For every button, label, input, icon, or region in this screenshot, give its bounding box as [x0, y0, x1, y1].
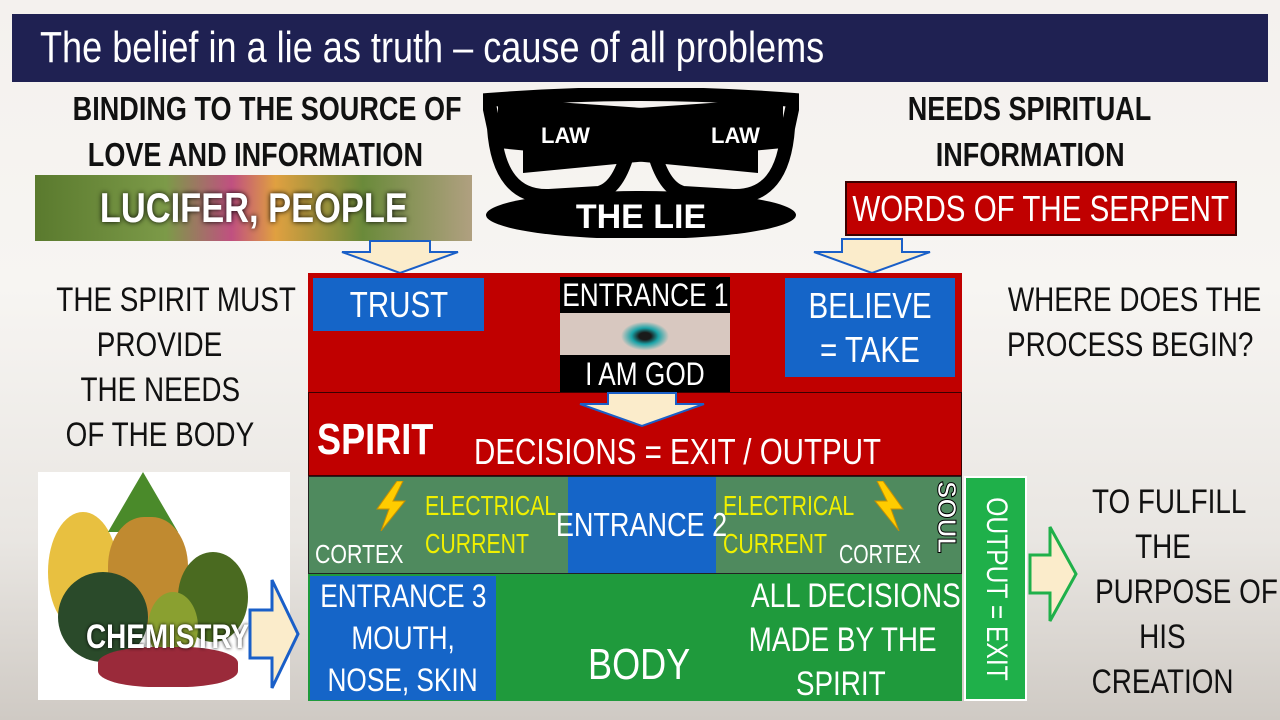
lens-text-right: LAW: [711, 123, 760, 148]
entrance-3-box: ENTRANCE 3 MOUTH, NOSE, SKIN: [310, 576, 496, 700]
spirit-needs-text: THE SPIRIT MUST PROVIDE THE NEEDS OF THE…: [56, 281, 296, 454]
arrow-right-chemistry-icon: [248, 579, 300, 689]
lightning-right-icon: [873, 481, 904, 531]
left-heading: BINDING TO THE SOURCE OF LOVE AND INFORM…: [72, 90, 462, 173]
words-of-serpent-banner: WORDS OF THE SERPENT: [845, 181, 1237, 236]
output-exit-bar: OUTPUT = EXIT: [964, 476, 1027, 701]
fruit-image: CHEMISTRY: [38, 472, 290, 700]
soul-block: CORTEX ELECTRICAL CURRENT ENTRANCE 2 ELE…: [308, 476, 963, 574]
the-lie-label: THE LIE: [576, 198, 706, 236]
current-right: ELECTRICAL CURRENT: [723, 490, 855, 559]
arrow-down-right-icon: [813, 238, 931, 274]
lightning-left-icon: [376, 481, 407, 531]
slide-title: The belief in a lie as truth – cause of …: [12, 14, 1268, 82]
arrow-down-spirit-icon: [579, 392, 705, 428]
soul-label: SOUL: [932, 480, 963, 554]
entrance-2-box: ENTRANCE 2: [556, 477, 728, 573]
body-block: ENTRANCE 3 MOUTH, NOSE, SKIN BODY ALL DE…: [308, 574, 962, 703]
process-question-text: WHERE DOES THE PROCESS BEGIN?: [1007, 281, 1262, 364]
arrow-right-output-icon: [1028, 526, 1078, 622]
the-lie-glasses-icon: LAW LAW THE LIE: [483, 88, 799, 238]
all-decisions-text: ALL DECISIONS MADE BY THE SPIRIT: [748, 577, 961, 703]
purpose-text: TO FULFILL THE PURPOSE OF HIS CREATION: [1091, 483, 1278, 701]
trust-box: TRUST: [313, 278, 484, 331]
current-left: ELECTRICAL CURRENT: [425, 490, 557, 559]
entrance-1-box: ENTRANCE 1 I AM GOD: [560, 276, 730, 393]
lucifer-people-banner: LUCIFER, PEOPLE: [35, 175, 472, 241]
arrow-down-left-icon: [341, 240, 459, 274]
eye-icon: [560, 313, 730, 355]
right-heading: NEEDS SPIRITUAL INFORMATION: [908, 90, 1152, 173]
believe-take-box: BELIEVE = TAKE: [785, 278, 955, 377]
lens-text-left: LAW: [541, 123, 590, 148]
